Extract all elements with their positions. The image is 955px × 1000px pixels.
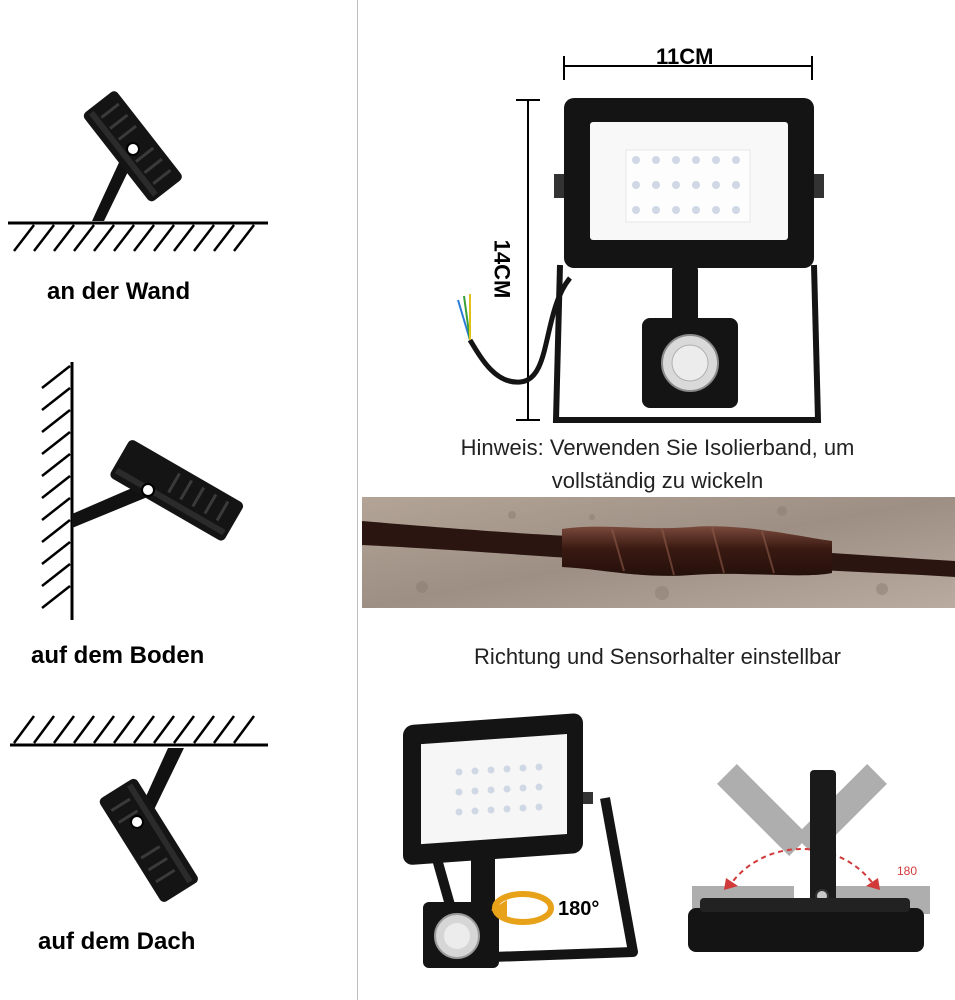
note-line-2: vollständig zu wickeln <box>551 468 764 493</box>
roof-mount-label: auf dem Dach <box>38 928 196 955</box>
wall-mount-label: an der Wand <box>47 278 191 305</box>
roof-mount-diagram <box>10 715 268 902</box>
bracket-rotation-label: 180 <box>897 864 918 878</box>
bracket-rotation-image <box>652 740 952 970</box>
floor-mount-label: auf dem Boden <box>31 642 205 669</box>
height-dimension-label: 14CM <box>489 239 515 299</box>
sensor-rotation-label: 180° <box>558 898 600 920</box>
note-line-1: Hinweis: Verwenden Sie Isolierband, um <box>460 435 855 460</box>
floor-mount-diagram <box>41 362 244 620</box>
sensor-rotation-image <box>403 713 638 968</box>
floodlight-dimension-drawing <box>457 56 824 423</box>
insulating-tape-photo <box>362 497 955 608</box>
column-divider <box>357 0 358 1000</box>
adjustable-caption: Richtung und Sensorhalter einstellbar <box>474 644 841 669</box>
wall-mount-diagram <box>8 91 268 252</box>
width-dimension-label: 11CM <box>656 44 714 69</box>
